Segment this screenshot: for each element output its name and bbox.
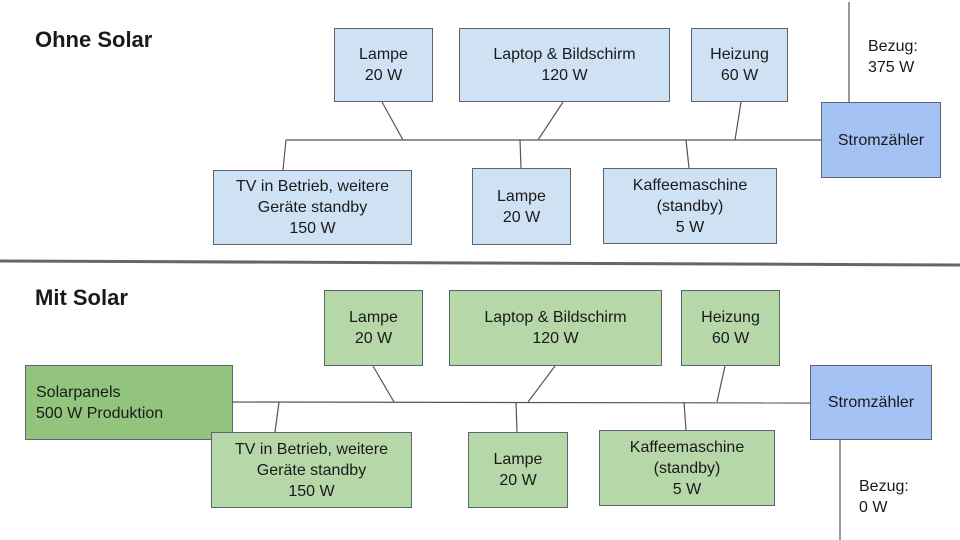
box-label: (standby): [653, 459, 721, 477]
bottom-box-heizung: Heizung 60 W: [681, 290, 780, 366]
box-value: 120 W: [541, 67, 588, 84]
section-title-mit-solar: Mit Solar: [35, 285, 128, 310]
box-label: Lampe: [349, 309, 398, 326]
bottom-box-lampe: Lampe 20 W: [324, 290, 423, 366]
bottom-wire-lampe2: [515, 401, 518, 433]
top-wire-lampe2: [519, 139, 522, 169]
top-box-lampe-2: Lampe 20 W: [472, 168, 571, 245]
meter-label: Stromzähler: [837, 131, 925, 149]
box-value: 60 W: [711, 330, 750, 347]
box-label: Heizung: [710, 46, 769, 63]
top-wire-tv: [282, 139, 287, 171]
box-value: 20 W: [502, 208, 541, 226]
box-label: Lampe: [359, 46, 408, 63]
bottom-box-laptop: Laptop & Bildschirm 120 W: [449, 290, 662, 366]
box-label: Geräte standby: [257, 199, 368, 216]
box-value: 20 W: [364, 67, 403, 84]
box-label: TV in Betrieb, weitere: [236, 178, 389, 195]
box-value: 5 W: [675, 218, 705, 236]
box-label: TV in Betrieb, weitere: [235, 440, 388, 458]
top-box-tv: TV in Betrieb, weitere Geräte standby 15…: [213, 170, 412, 245]
top-wire-kaffee: [685, 139, 690, 169]
box-value: 20 W: [499, 472, 537, 489]
bottom-wire-tv: [274, 401, 280, 433]
top-box-laptop: Laptop & Bildschirm 120 W: [459, 28, 670, 102]
box-value: 5 W: [672, 480, 702, 498]
box-label: Heizung: [701, 309, 760, 326]
top-wire-heizung: [734, 101, 742, 141]
bezug-value: 375 W: [868, 59, 915, 76]
box-label: Kaffeemaschine: [632, 176, 748, 194]
box-label: Laptop & Bildschirm: [484, 309, 627, 326]
box-label: Laptop & Bildschirm: [493, 46, 636, 63]
bottom-box-kaffeemaschine: Kaffeemaschine (standby) 5 W: [599, 430, 775, 506]
top-box-lampe: Lampe 20 W: [334, 28, 433, 102]
bottom-wire-laptop: [527, 365, 556, 403]
bottom-box-lampe-2: Lampe 20 W: [468, 432, 568, 508]
bottom-wire-kaffee: [683, 401, 687, 431]
top-wire-lampe: [381, 101, 404, 141]
top-bezug: Bezug: 375 W: [868, 36, 918, 78]
box-label: Kaffeemaschine: [629, 438, 745, 456]
box-value: 60 W: [720, 67, 759, 84]
box-value: 500 W Produktion: [36, 404, 164, 422]
bottom-wire-lampe: [372, 365, 395, 403]
top-wire-laptop: [537, 101, 564, 141]
box-value: 150 W: [288, 482, 335, 500]
box-value: 20 W: [354, 330, 393, 347]
bottom-bus-line: [232, 401, 811, 404]
bottom-wire-heizung: [716, 365, 726, 403]
box-value: 120 W: [532, 330, 579, 347]
section-divider: [0, 259, 960, 267]
bezug-value: 0 W: [859, 499, 888, 516]
box-label: (standby): [656, 197, 724, 215]
bottom-bezug: Bezug: 0 W: [859, 476, 909, 518]
box-label: Solarpanels: [36, 383, 121, 401]
bezug-label: Bezug:: [859, 478, 909, 495]
box-label: Lampe: [497, 187, 546, 205]
top-box-heizung: Heizung 60 W: [691, 28, 788, 102]
top-box-kaffeemaschine: Kaffeemaschine (standby) 5 W: [603, 168, 777, 244]
bottom-box-tv: TV in Betrieb, weitere Geräte standby 15…: [211, 432, 412, 508]
meter-label: Stromzähler: [827, 394, 915, 411]
bottom-box-stromzaehler: Stromzähler: [810, 365, 932, 440]
box-label: Geräte standby: [256, 461, 367, 479]
top-box-stromzaehler: Stromzähler: [821, 102, 941, 178]
box-value: 150 W: [289, 220, 336, 237]
bottom-box-solarpanels: Solarpanels 500 W Produktion: [25, 365, 233, 440]
bezug-label: Bezug:: [868, 38, 918, 55]
section-title-ohne-solar: Ohne Solar: [35, 27, 153, 52]
box-label: Lampe: [493, 451, 543, 468]
